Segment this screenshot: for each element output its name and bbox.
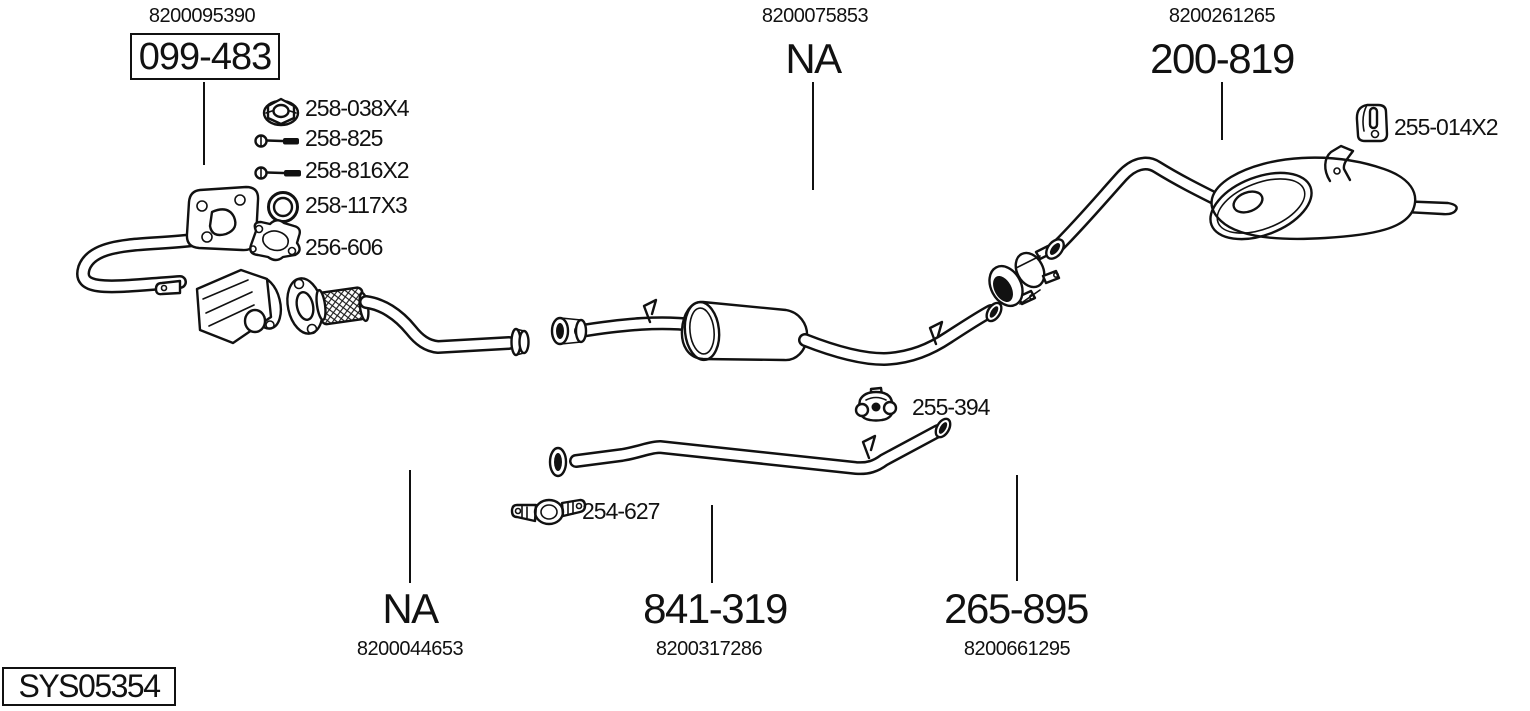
rubber-mount-icon: [854, 386, 898, 422]
bottom-right-section-ref: 8200661295: [963, 638, 1071, 660]
middle-section-ref: 8200075853: [761, 5, 869, 27]
part-code: 255-394: [912, 394, 990, 420]
front-downpipe-assembly: [76, 185, 530, 357]
rear-section-label: 200-819: [1150, 35, 1295, 82]
part-code: 255-014X2: [1394, 114, 1499, 140]
bolt-icon: [254, 166, 301, 180]
rear-section-ref: 8200261265: [1168, 5, 1276, 27]
part-code: 254-627: [582, 498, 660, 524]
pipe-coupling-clamp: [988, 244, 1061, 308]
bottom-middle-section-ref: 8200317286: [655, 638, 763, 660]
pipe-clamp-icon: [510, 498, 587, 526]
front-section-ref: 8200095390: [148, 5, 256, 27]
flange-gasket-icon: [249, 219, 302, 262]
rear-silencer-assembly: [1045, 144, 1458, 260]
intermediate-pipe: [548, 417, 952, 478]
front-section-label: 099-483: [130, 33, 280, 80]
ring-gasket-icon: [267, 191, 299, 223]
bottom-right-section-label: 265-895: [944, 585, 1089, 632]
bolt-icon: [254, 134, 299, 148]
part-code: 258-038X4: [305, 95, 410, 121]
part-code: 258-816X2: [305, 157, 410, 183]
bottom-left-section-ref: 8200044653: [356, 638, 464, 660]
flange-nut-icon: [262, 97, 300, 127]
middle-section-label: NA: [785, 35, 842, 82]
part-code: 258-825: [305, 125, 383, 151]
leader-lines: [203, 82, 1223, 583]
part-code: 256-606: [305, 234, 383, 260]
bottom-left-section-label: NA: [382, 585, 439, 632]
center-silencer-assembly: [550, 298, 1003, 366]
part-code: 258-117X3: [305, 192, 408, 218]
hanger-clip-icon: [1355, 103, 1389, 143]
bottom-middle-section-label: 841-319: [643, 585, 788, 632]
system-code: SYS05354: [2, 667, 176, 706]
